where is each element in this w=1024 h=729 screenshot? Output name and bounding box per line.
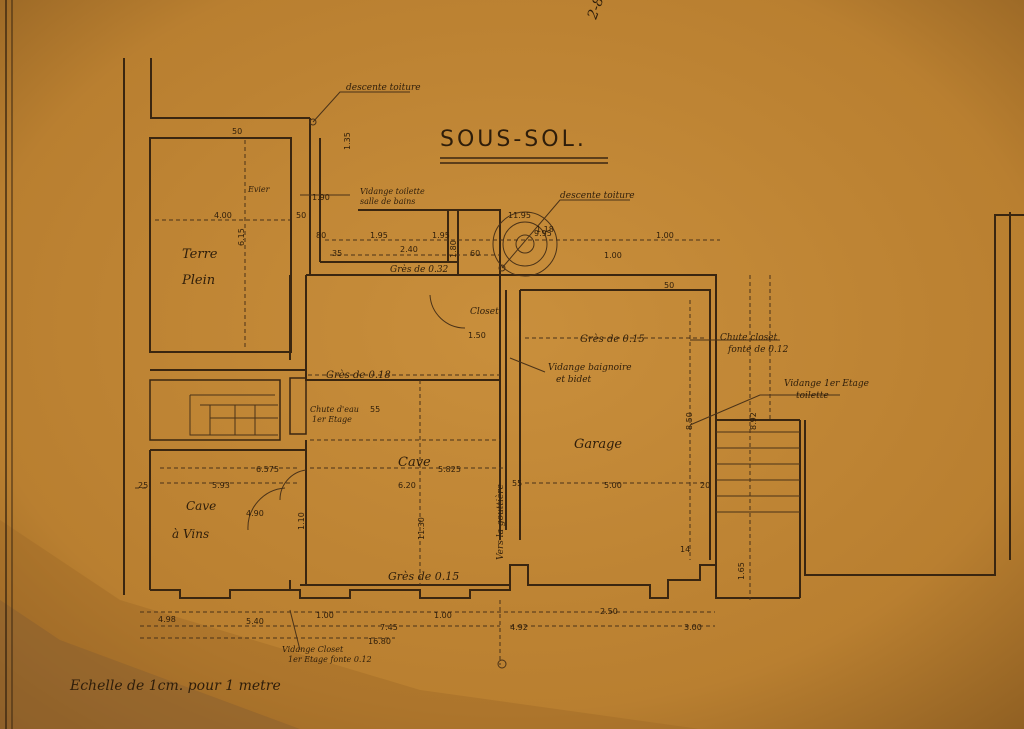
- dim-400: 4.00: [214, 211, 232, 220]
- scale-note: Echelle de 1cm. pour 1 metre: [69, 678, 281, 694]
- dim-100c: 1.00: [316, 611, 334, 620]
- room-terre-plein-2: Plein: [181, 273, 215, 288]
- note-vers-gouttiere: Vers la gouttière: [495, 484, 506, 560]
- dim-195b: 1.95: [432, 231, 450, 240]
- dim-615: 6.15: [237, 228, 246, 246]
- dim-55: 55: [370, 405, 380, 414]
- note-vidange-toilette-2: salle de bains: [360, 197, 415, 206]
- right-stairs: [716, 431, 800, 513]
- note-chute-closet-2: fonte de 0.12: [727, 345, 789, 355]
- room-closet: Closet: [470, 307, 499, 317]
- dim-745: 7.45: [380, 623, 398, 632]
- dim-100a: 1.00: [656, 231, 674, 240]
- walls: [123, 58, 1024, 599]
- dim-50c: 50: [664, 281, 674, 290]
- dim-50b: 50: [296, 211, 306, 220]
- room-labels: Terre Plein Cave Cave à Vins Garage Clos…: [172, 247, 622, 541]
- dim-60: 60: [470, 249, 480, 258]
- dim-14: 14: [680, 545, 690, 554]
- dim-150: 1.50: [468, 331, 486, 340]
- dim-100d: 1.00: [434, 611, 452, 620]
- paper-fold-dark: [0, 600, 300, 729]
- dim-165: 1.65: [737, 562, 746, 580]
- dim-6575: 6.575: [256, 465, 279, 474]
- annotations: descente toiture descente toiture Evier …: [247, 83, 869, 664]
- note-chute-closet-1: Chute closet: [720, 333, 778, 343]
- dim-995: 9.95: [534, 229, 552, 238]
- note-vidange-etage-2: toilette: [796, 391, 829, 401]
- plan-title: SOUS-SOL.: [440, 127, 587, 152]
- dim-50a: 50: [232, 127, 242, 136]
- note-gres-032: Grès de 0.32: [390, 264, 449, 275]
- dim-35: 35: [332, 249, 342, 258]
- dim-850: 8.50: [685, 412, 694, 430]
- note-gres-018: Grès de 0.18: [326, 370, 391, 381]
- dim-300: 3.00: [684, 623, 702, 632]
- door-swing-closet: [429, 294, 466, 329]
- dim-100b: 1.00: [604, 251, 622, 260]
- note-vidange-etage-1: Vidange 1er Etage: [784, 379, 869, 389]
- room-cave-vins-2: à Vins: [172, 527, 209, 541]
- dim-55b: 55: [512, 479, 522, 488]
- dim-490: 4.90: [246, 509, 264, 518]
- dim-240: 2.40: [400, 245, 418, 254]
- dim-118: 1.18: [536, 225, 554, 234]
- note-chute-eau-2: 1er Etage: [312, 415, 352, 424]
- room-garage: Garage: [574, 437, 622, 452]
- note-descente-toiture-1: descente toiture: [346, 83, 421, 93]
- downpipe-circle: [309, 118, 558, 669]
- note-gres-015-top: Grès de 0.15: [580, 334, 645, 345]
- dim-1680: 16.80: [368, 637, 391, 646]
- dimension-labels: 4.00 6.15 1.95 1.95 2.40 1.00 1.00 6.575…: [138, 127, 758, 646]
- dim-25: 25: [138, 481, 148, 490]
- note-evier: Evier: [247, 185, 271, 194]
- note-chute-eau-1: Chute d'eau: [310, 405, 359, 414]
- left-stairs: [189, 394, 278, 436]
- dim-190: 1.90: [312, 193, 330, 202]
- dim-1195: 11.95: [508, 211, 531, 220]
- dim-5825: 5.825: [438, 465, 461, 474]
- dim-80: 80: [316, 231, 326, 240]
- dim-195a: 1.95: [370, 231, 388, 240]
- note-gres-015-bottom: Grès de 0.15: [388, 570, 459, 583]
- note-descente-toiture-2: descente toiture: [560, 191, 635, 201]
- dim-180: 1.80: [449, 240, 458, 258]
- dim-892: 8.92: [749, 412, 758, 430]
- note-vidange-toilette-1: Vidange toilette: [360, 187, 425, 196]
- room-cave: Cave: [398, 455, 431, 470]
- dim-498: 4.98: [158, 615, 176, 624]
- room-terre-plein-1: Terre: [182, 247, 218, 262]
- note-vidange-closet-2: 1er Etage fonte 0.12: [288, 655, 372, 664]
- door-swing-cave: [247, 487, 286, 531]
- dim-540: 5.40: [246, 617, 264, 626]
- dimension-lines: [135, 140, 771, 665]
- door-swing-left: [279, 469, 307, 501]
- dim-20: 20: [700, 481, 710, 490]
- leader-lines: [289, 91, 840, 651]
- dim-620: 6.20: [398, 481, 416, 490]
- dim-110: 1.10: [297, 512, 306, 530]
- paper-fold-shadow: [0, 520, 700, 729]
- dim-135: 1.35: [343, 132, 352, 150]
- note-vidange-closet-1: Vidange Closet: [282, 645, 344, 654]
- room-cave-vins-1: Cave: [186, 499, 216, 513]
- note-vidange-baignoire-1: Vidange baignoire: [548, 363, 632, 373]
- dim-500: 5.00: [604, 481, 622, 490]
- dim-593: 5.93: [212, 481, 230, 490]
- dim-250: 2.50: [600, 607, 618, 616]
- note-vidange-baignoire-2: et bidet: [556, 375, 592, 385]
- dim-492: 4.92: [510, 623, 528, 632]
- dim-1130: 11.30: [417, 517, 426, 540]
